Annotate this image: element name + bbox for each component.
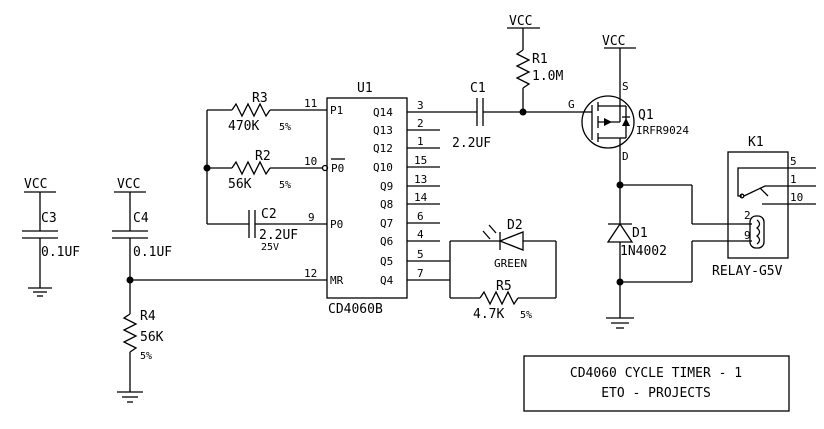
c2-value: 2.2UF [259,228,298,243]
r3-tol: 5% [279,122,291,133]
u1-pin-num-1: 1 [417,135,424,148]
u1-pin-num-6: 6 [417,210,424,223]
c3-value: 0.1UF [41,245,80,260]
q1-value: IRFR9024 [636,124,689,137]
u1-pin9-num: 9 [308,211,315,224]
c2-voltage: 25V [261,242,279,253]
r5-value: 4.7K [473,307,504,322]
c4-ref: C4 [133,211,149,226]
r5-ref: R5 [496,279,512,294]
k1-pin-1: 1 [790,173,797,186]
d1-ref: D1 [632,226,648,241]
r1-ref: R1 [532,52,548,67]
r2-ref: R2 [255,149,271,164]
q1-pin-g: G [568,98,575,111]
u1-pin12-num: 12 [304,267,317,280]
d2-ref: D2 [507,218,523,233]
u1-part: CD4060B [328,302,383,317]
k1-pin-2: 2 [744,209,751,222]
u1-ref: U1 [357,81,373,96]
title-line1: CD4060 CYCLE TIMER - 1 [570,366,742,381]
r2-value: 56K [228,177,252,192]
d1-diode: D1 1N4002 [606,181,667,329]
oscillator-network: R3 470K 5% R2 56K 5% C2 2.2UF 25V [203,91,298,253]
q1-pin-d: D [622,150,629,163]
k1-pin-10: 10 [790,191,803,204]
k1-pin-9: 9 [744,229,751,242]
k1-value: RELAY-G5V [712,264,783,279]
u1-pin-q7: Q7 [380,217,393,230]
led-network: D2 GREEN R5 4.7K 5% [449,218,557,322]
u1-pin-num-7: 7 [417,267,424,280]
r4-value: 56K [140,330,164,345]
reset-network: VCC C4 0.1UF R4 56K 5% [112,177,172,403]
u1-pin-num-14: 14 [414,191,428,204]
junction-dot [126,276,134,284]
q1-ref: Q1 [638,108,654,123]
u1-pin-num-15: 15 [414,154,427,167]
u1-pin10-num: 10 [304,155,317,168]
u1-pin-num-4: 4 [417,228,424,241]
u1-pin-num-13: 13 [414,173,427,186]
u1-pin-q14: Q14 [373,106,393,119]
u1-pin-q5: Q5 [380,255,393,268]
d2-value: GREEN [494,257,527,270]
ground-symbol-r4 [117,391,143,403]
c4-value: 0.1UF [133,245,172,260]
ground-symbol-d1 [606,317,634,329]
title-block: CD4060 CYCLE TIMER - 1 ETO - PROJECTS [523,355,790,412]
vcc-label-c3: VCC [24,177,47,192]
u1-pin-num-2: 2 [417,117,424,130]
vcc-label-r1: VCC [509,14,532,29]
u1-pin11-num: 11 [304,97,317,110]
r3-ref: R3 [252,91,268,106]
u1-pin-p0: P0 [330,218,343,231]
u1-pin-q8: Q8 [380,198,393,211]
r4-tol: 5% [140,351,152,362]
c2-ref: C2 [261,207,277,222]
q1-mosfet: VCC G S D Q1 IRFR9024 [568,34,689,185]
d1-value: 1N4002 [620,244,667,259]
u1-pin-q12: Q12 [373,142,393,155]
u1-pin-q13: Q13 [373,124,393,137]
k1-ref: K1 [748,135,764,150]
vcc-label-q1: VCC [602,34,625,49]
r4-ref: R4 [140,309,156,324]
r3-value: 470K [228,119,259,134]
q1-pin-s: S [622,80,629,93]
u1-pin-q9: Q9 [380,180,393,193]
r1-value: 1.0M [532,69,563,84]
k1-pin-5: 5 [790,155,797,168]
u1-pin-num-5: 5 [417,248,424,261]
c3-ref: C3 [41,211,57,226]
u1-pin-q4: Q4 [380,274,394,287]
r2-tol: 5% [279,180,291,191]
c1-value: 2.2UF [452,136,491,151]
u1-right-pins: Q14 Q13 Q12 Q10 Q9 Q8 Q7 Q6 Q5 Q4 3 2 1 … [373,99,450,287]
r5-tol: 5% [520,310,532,321]
c3-capacitor: VCC C3 0.1UF [22,177,80,297]
ground-symbol-c3 [28,287,52,297]
u1-pin-mr: MR [330,274,344,287]
u1-pin-num-3: 3 [417,99,424,112]
c1-ref: C1 [470,81,486,96]
title-line2: ETO - PROJECTS [601,386,711,401]
u1-pin-q6: Q6 [380,235,393,248]
u1-pin-p1: P1 [330,104,343,117]
u1-pin-p0-bar: P0 [331,162,344,175]
u1-pin-q10: Q10 [373,161,393,174]
u1-cd4060: U1 CD4060B 11 P1 10 P0 9 P0 12 MR Q14 [130,81,450,317]
gate-drive: C1 2.2UF VCC R1 1.0M [445,14,580,151]
k1-relay: K1 RELAY-G5V 5 1 10 2 9 [620,135,816,283]
vcc-label-c4: VCC [117,177,140,192]
